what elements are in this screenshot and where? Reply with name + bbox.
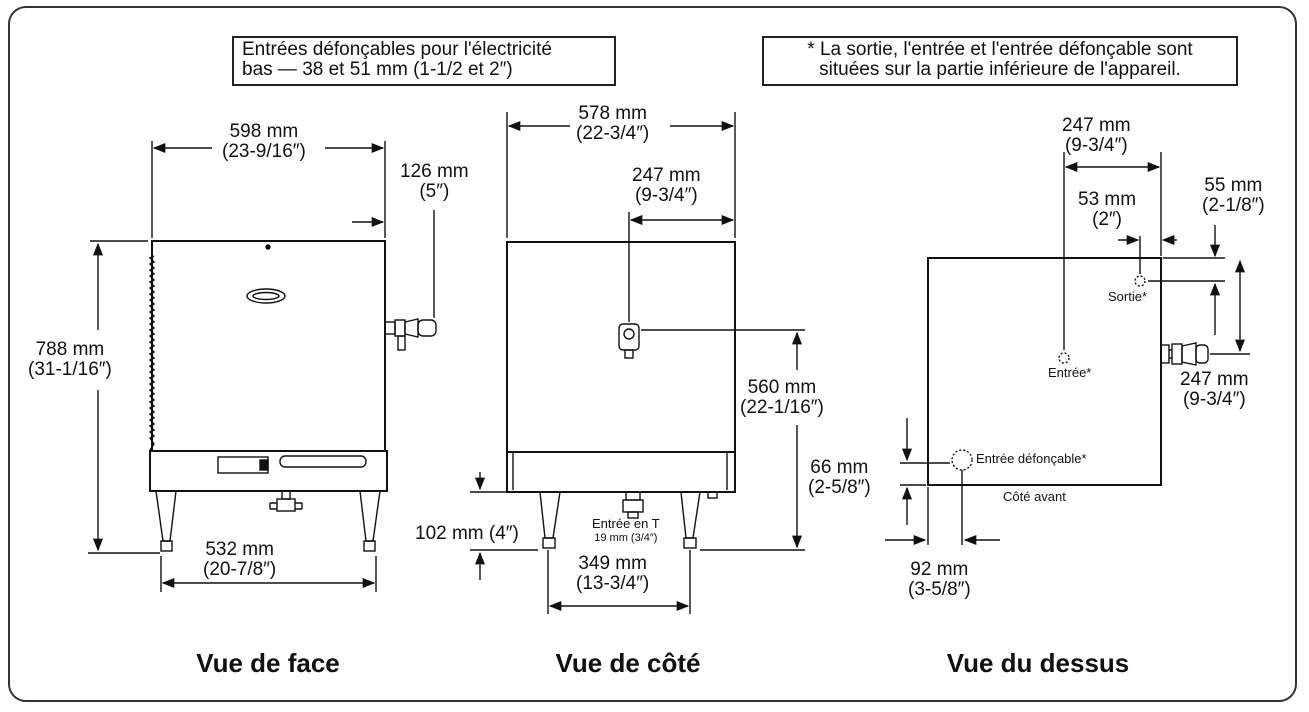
note-line: situées sur la partie inférieure de l'ap… xyxy=(819,59,1181,80)
dim-imperial: (22-3/4″) xyxy=(576,123,650,144)
front-view-unit xyxy=(148,240,437,552)
tee-inlet-label: Entrée en T 19 mm (3/4″) xyxy=(592,517,660,545)
dim-metric: 55 mm xyxy=(1204,175,1263,196)
dim-imperial: (9-3/4″) xyxy=(1182,389,1246,410)
dim-metric: 126 mm xyxy=(400,161,469,182)
side-depth-label: 578 mm (22-3/4″) xyxy=(576,103,650,144)
dim-metric: 66 mm xyxy=(810,457,869,478)
dim-imperial: (3-5/8″) xyxy=(908,579,971,600)
dim-metric: 532 mm xyxy=(205,539,274,560)
dim-imperial: (23-9/16″) xyxy=(222,141,306,162)
dim-imperial: (5″) xyxy=(419,181,450,202)
side-port-height-label: 560 mm (22-1/16″) xyxy=(740,378,824,418)
top-outlet-y-label: 55 mm (2-1/8″) xyxy=(1202,176,1265,216)
dim-metric: 349 mm xyxy=(578,553,647,574)
top-view-unit xyxy=(927,257,1209,486)
top-inlet-offset-label: 247 mm (9-3/4″) xyxy=(1062,116,1131,156)
front-view-title: Vue de face xyxy=(196,648,340,678)
front-width-label: 598 mm (23-9/16″) xyxy=(222,122,306,162)
dim-imperial: (31-1/16″) xyxy=(28,359,112,380)
inlet-label: Entrée* xyxy=(1048,365,1092,380)
side-leg-span-label: 349 mm (13-3/4″) xyxy=(576,554,649,594)
front-side-label: Côté avant xyxy=(1003,489,1066,504)
side-port-offset-label: 247 mm (9-3/4″) xyxy=(632,166,701,206)
dim-metric: 788 mm xyxy=(35,339,105,360)
note-line: bas — 38 et 51 mm (1-1/2 et 2″) xyxy=(242,59,513,80)
dim-metric: 247 mm xyxy=(632,165,701,186)
side-leg-height-label: 102 mm (4″) xyxy=(415,523,519,544)
electric-knockout-note: Entrées défonçables pour l'électricité b… xyxy=(232,36,616,86)
side-view-unit xyxy=(506,241,736,549)
front-leg-span-label: 532 mm (20-7/8″) xyxy=(203,540,276,580)
side-view-title: Vue de côté xyxy=(555,648,701,678)
front-height-label: 788 mm (31-1/16″) xyxy=(28,340,112,380)
label-line: 19 mm (3/4″) xyxy=(594,532,658,544)
dim-imperial: (2″) xyxy=(1092,209,1123,230)
dim-imperial: (9-3/4″) xyxy=(1064,135,1128,156)
dim-metric: 560 mm xyxy=(747,377,817,398)
note-line: Entrées défonçables pour l'électricité xyxy=(242,39,552,60)
label-line: Entrée en T xyxy=(592,516,660,531)
dim-metric: 247 mm xyxy=(1180,369,1249,390)
top-knockout-y-label: 66 mm (2-5/8″) xyxy=(808,458,871,498)
dim-metric: 598 mm xyxy=(229,121,299,142)
note-line: * La sortie, l'entrée et l'entrée défonç… xyxy=(807,39,1193,60)
top-knockout-x-label: 92 mm (3-5/8″) xyxy=(908,560,971,600)
dim-imperial: (13-3/4″) xyxy=(576,573,650,594)
dim-metric: 92 mm xyxy=(910,559,969,580)
front-view-dimensions xyxy=(88,141,435,592)
knockout-label: Entrée défonçable* xyxy=(976,451,1087,466)
dim-imperial: (2-1/8″) xyxy=(1202,195,1265,216)
dim-metric: 247 mm xyxy=(1062,115,1131,136)
drawing-frame xyxy=(8,6,1297,702)
top-side-offset-label: 247 mm (9-3/4″) xyxy=(1180,370,1249,410)
front-outlet-offset-label: 126 mm (5″) xyxy=(400,162,469,202)
dim-metric: 578 mm xyxy=(578,103,647,124)
dim-imperial: (2-5/8″) xyxy=(808,477,871,498)
top-view-dimensions xyxy=(885,152,1250,546)
dim-imperial: (9-3/4″) xyxy=(634,185,698,206)
top-outlet-x-label: 53 mm (2″) xyxy=(1078,190,1136,230)
top-view-title: Vue du dessus xyxy=(946,648,1130,678)
dim-imperial: (22-1/16″) xyxy=(740,397,824,418)
outlet-label: Sortie* xyxy=(1108,289,1148,304)
dim-metric: 53 mm xyxy=(1078,189,1137,210)
bottom-ports-note: * La sortie, l'entrée et l'entrée défonç… xyxy=(762,36,1238,86)
dim-imperial: (20-7/8″) xyxy=(203,559,277,580)
side-view-dimensions xyxy=(470,112,805,614)
